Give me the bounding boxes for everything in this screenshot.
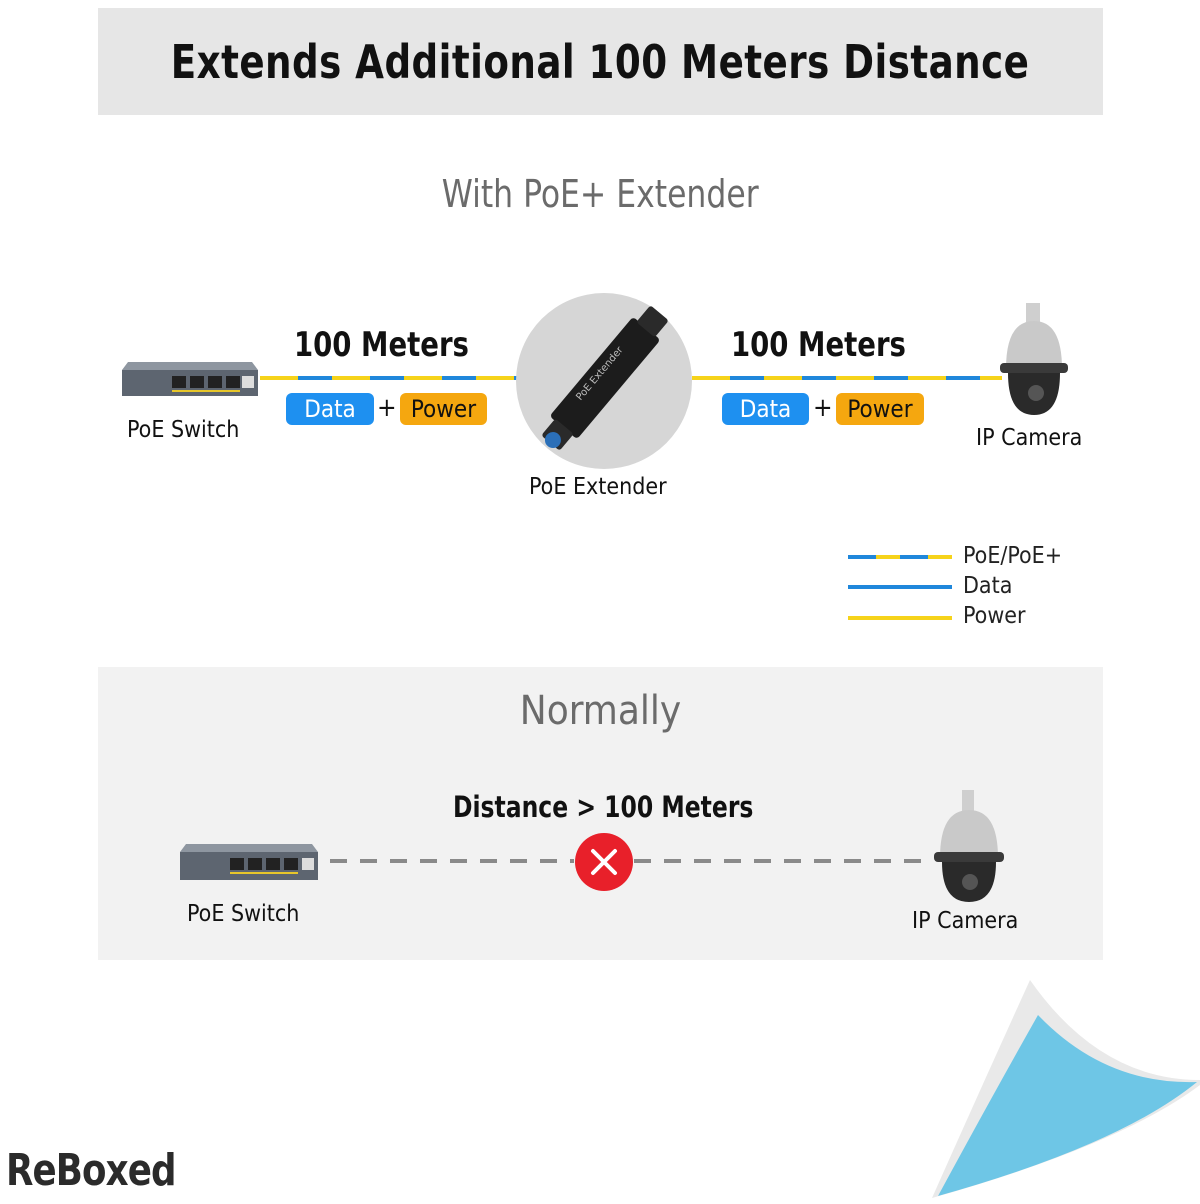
title-banner: Extends Additional 100 Meters Distance [98,8,1103,115]
plus-sign-left: + [377,393,397,423]
ip-camera-label: IP Camera [976,425,1083,451]
error-x-icon [574,832,634,892]
poe-extender-label: PoE Extender [529,474,667,500]
with-extender-title: With PoE+ Extender [441,172,759,216]
distance-label-left: 100 Meters [294,325,469,365]
ip-camera-icon-bottom [930,790,1008,906]
distance-exceeded-label: Distance > 100 Meters [453,790,754,824]
normally-panel [98,667,1103,960]
legend-data-swatch [848,585,952,589]
legend-poe-label: PoE/PoE+ [963,543,1063,569]
power-badge-left: Power [400,393,487,425]
data-badge-right: Data [722,393,809,425]
poe-switch-label-bottom: PoE Switch [187,901,300,927]
page-curl-decoration [920,970,1200,1200]
power-badge-right: Power [836,393,924,425]
poe-switch-icon-bottom [178,842,320,882]
poe-extender-icon: PoE Extender [520,290,690,465]
legend-power-label: Power [963,603,1026,629]
legend-power-swatch [848,616,952,620]
reboxed-logo: ReBoxed [6,1145,176,1196]
legend-data-label: Data [963,573,1013,599]
ip-camera-icon [996,303,1072,419]
cable-dashed-left [330,859,574,863]
page-title: Extends Additional 100 Meters Distance [171,34,1030,89]
poe-cable-right [692,376,1002,380]
poe-switch-label: PoE Switch [127,417,240,443]
poe-switch-icon [120,358,260,398]
legend-poe-swatch [848,555,952,559]
ip-camera-label-bottom: IP Camera [912,908,1019,934]
data-badge-left: Data [286,393,374,425]
poe-cable-left [260,376,518,380]
plus-sign-right: + [813,393,833,423]
normally-title: Normally [519,688,682,734]
distance-label-right: 100 Meters [731,325,906,365]
legend: PoE/PoE+ Data Power [846,543,1096,633]
cable-dashed-right [634,859,926,863]
